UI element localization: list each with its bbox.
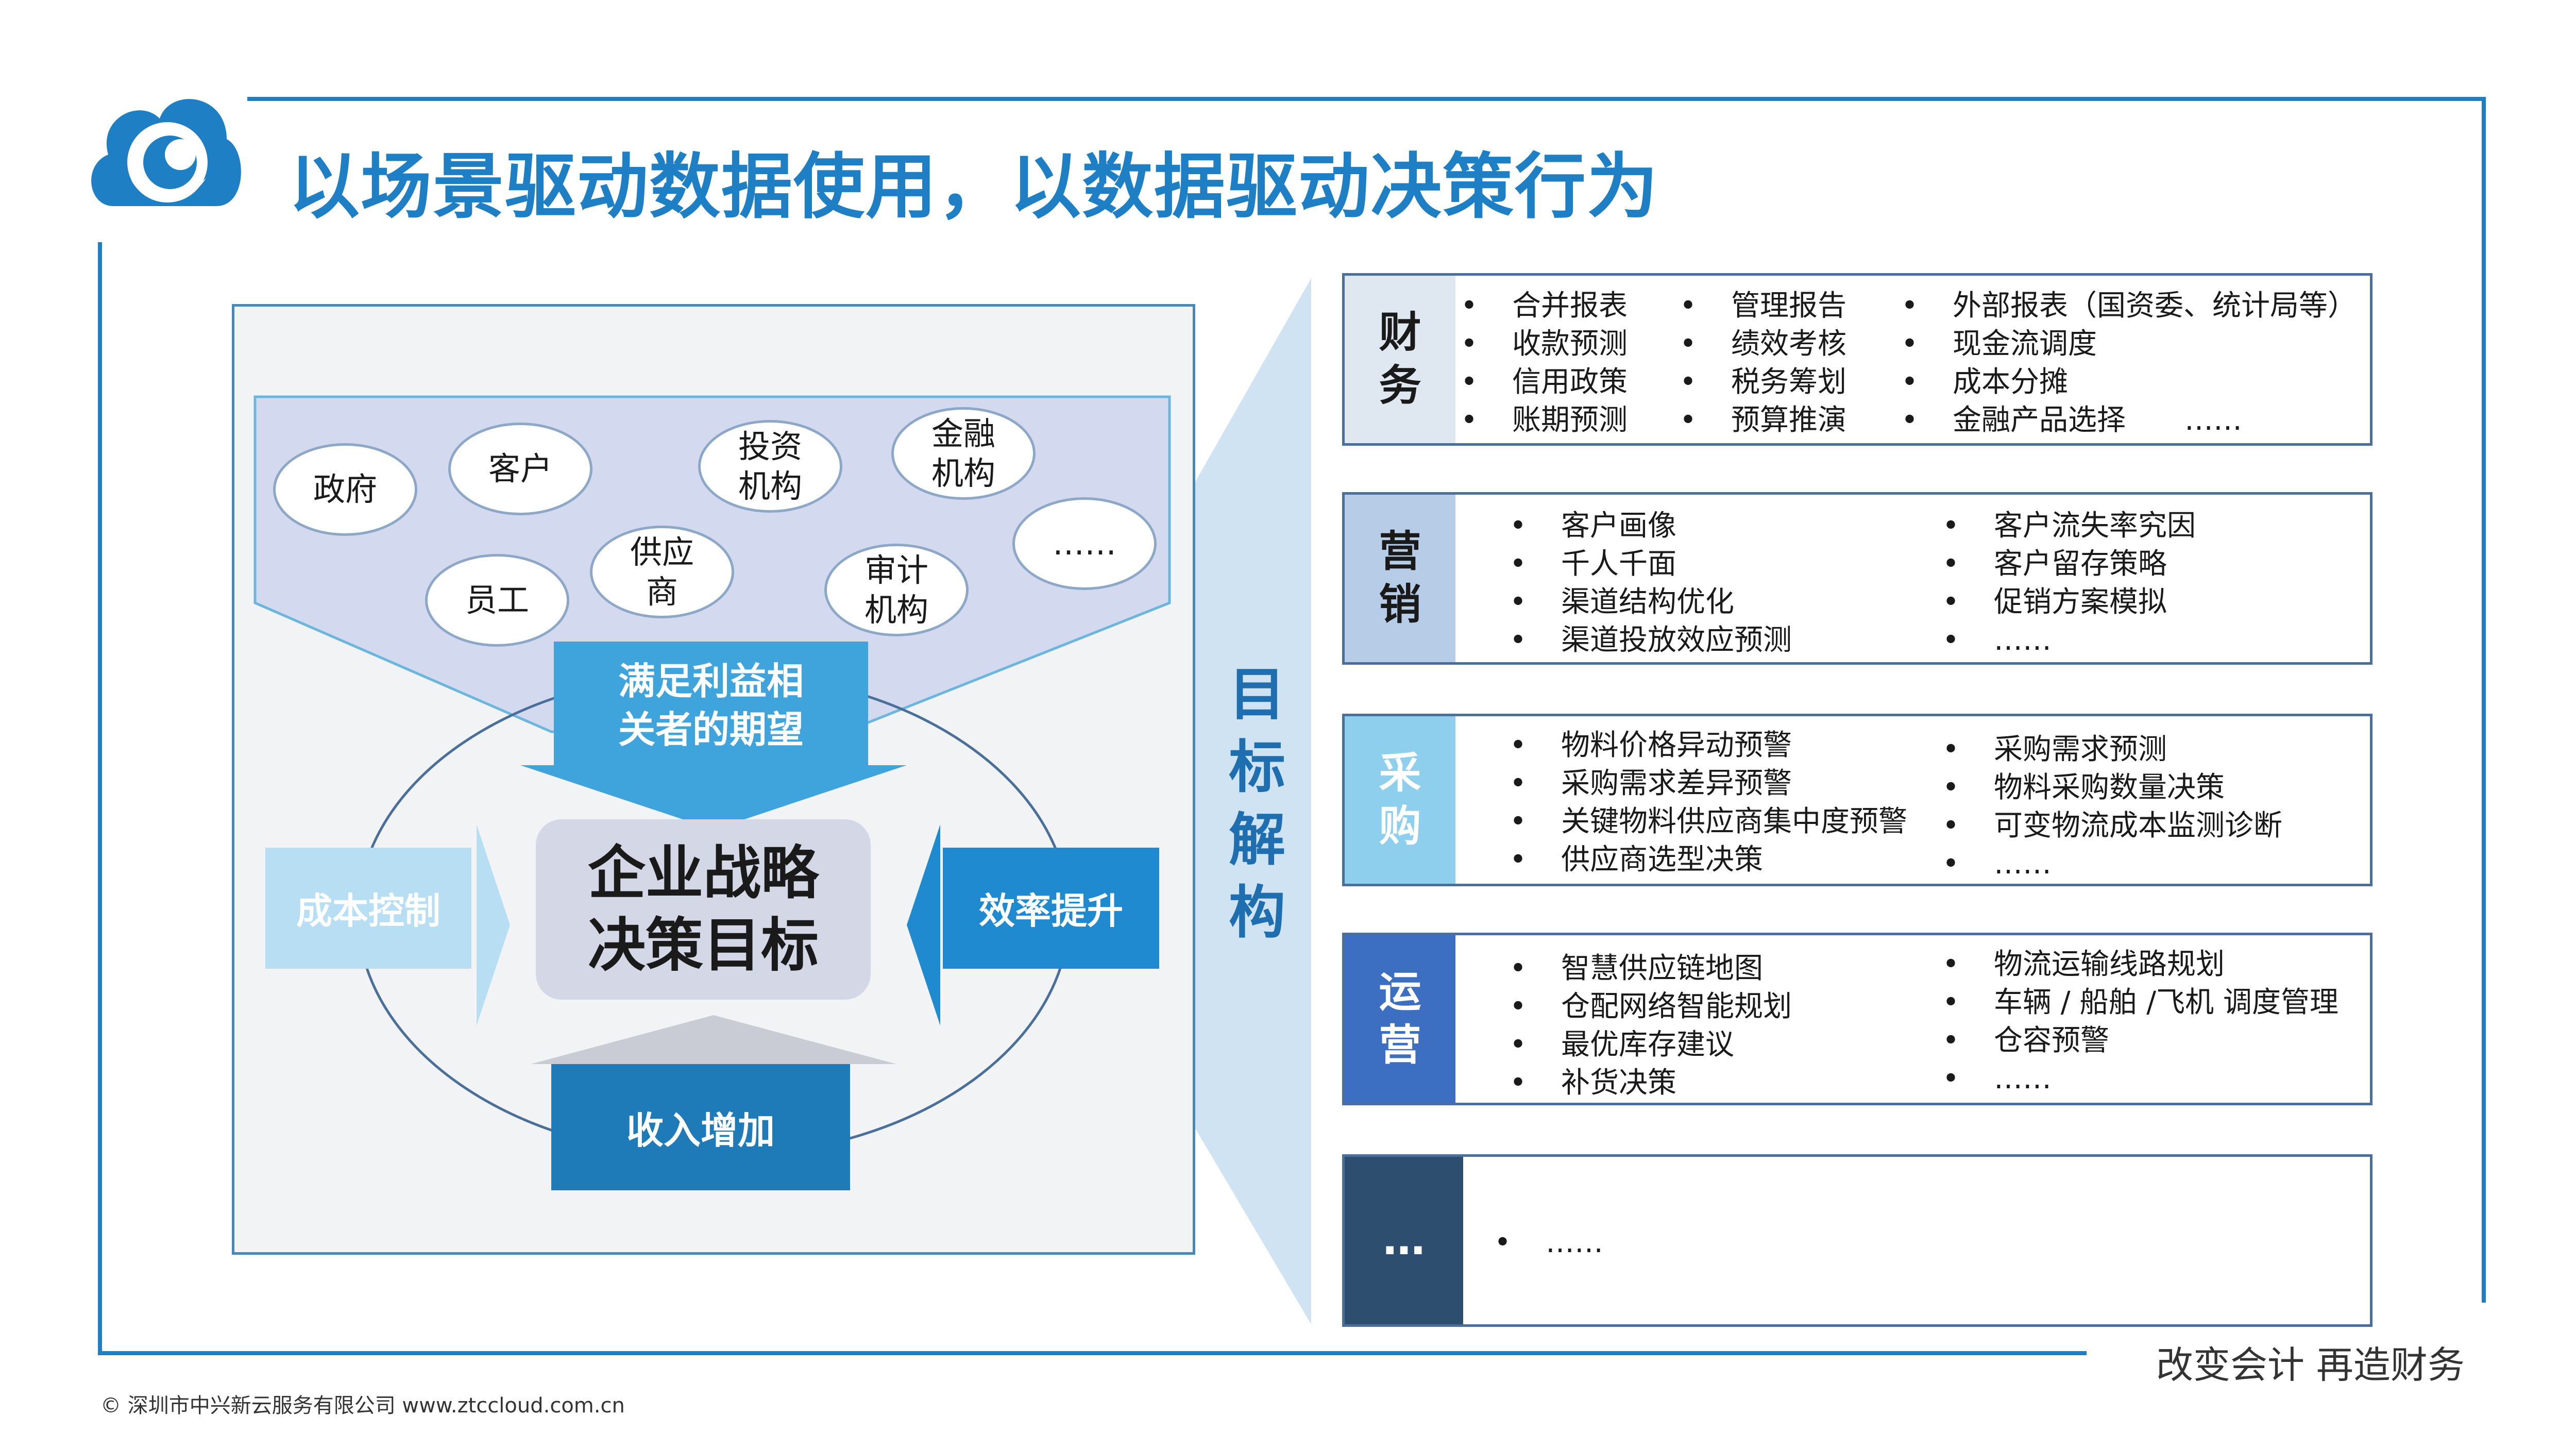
- domain-row-other: … ……: [1342, 1154, 2372, 1327]
- finance-column-3: 外部报表（国资委、统计局等） 现金流调度 成本分摊 金融产品选择: [1901, 287, 2357, 440]
- marketing-column-2: 客户流失率究因 客户留存策略 促销方案模拟 ……: [1942, 507, 2196, 660]
- list-item: 供应商选型决策: [1510, 841, 1907, 879]
- stakeholder-bubble-financial-institution: 金融 机构: [891, 407, 1036, 500]
- list-item: 最优库存建议: [1510, 1026, 1792, 1064]
- domain-row-operation: 运 营 智慧供应链地图 仓配网络智能规划 最优库存建议 补货决策 物流运输线路规…: [1342, 933, 2372, 1105]
- list-item: 绩效考核: [1680, 325, 1846, 363]
- list-item: 促销方案模拟: [1942, 583, 2196, 621]
- list-item: 账期预测: [1461, 401, 1628, 440]
- footer-copyright: © 深圳市中兴新云服务有限公司 www.ztccloud.com.cn: [100, 1394, 625, 1418]
- list-item: 金融产品选择: [1901, 401, 2357, 440]
- frame-left-line: [98, 242, 102, 1355]
- list-item: 物料采购数量决策: [1942, 769, 2282, 807]
- list-item: 可变物流成本监测诊断: [1942, 807, 2282, 845]
- list-item: 收款预测: [1461, 325, 1628, 363]
- frame-bottom-line: [98, 1351, 2087, 1355]
- revenue-increase-box: 收入增加: [551, 1064, 850, 1190]
- stakeholder-bubble-supplier: 供应 商: [590, 526, 734, 618]
- list-item: 管理报告: [1680, 287, 1846, 325]
- stakeholder-bubble-customer: 客户: [448, 423, 592, 515]
- list-item: 仓配网络智能规划: [1510, 988, 1792, 1026]
- list-item: ……: [1942, 621, 2196, 660]
- frame-top-line: [247, 97, 2486, 101]
- list-item: 成本分摊: [1901, 363, 2357, 401]
- cost-control-box: 成本控制: [265, 848, 471, 969]
- stakeholder-bubble-investor: 投资 机构: [698, 420, 842, 513]
- list-item: 补货决策: [1510, 1064, 1792, 1102]
- list-item: ……: [1942, 1060, 2338, 1098]
- domain-label-operation: 运 营: [1345, 935, 1455, 1103]
- purchase-column-1: 物料价格异动预警 采购需求差异预警 关键物料供应商集中度预警 供应商选型决策: [1510, 727, 1907, 879]
- efficiency-improvement-box: 效率提升: [943, 848, 1159, 969]
- operation-column-2: 物流运输线路规划 车辆 / 船舶 /飞机 调度管理 仓容预警 ……: [1942, 946, 2338, 1098]
- list-item: 渠道投放效应预测: [1510, 621, 1792, 660]
- list-item: 渠道结构优化: [1510, 583, 1792, 621]
- list-item: 客户画像: [1510, 507, 1792, 545]
- domain-label-purchase: 采 购: [1345, 716, 1455, 884]
- finance-ellipsis: ……: [2184, 403, 2242, 437]
- list-item: 客户留存策略: [1942, 545, 2196, 583]
- list-item: 仓容预警: [1942, 1022, 2338, 1060]
- purchase-column-2: 采购需求预测 物料采购数量决策 可变物流成本监测诊断 ……: [1942, 731, 2282, 883]
- stakeholder-bubble-more: ……: [1012, 497, 1157, 590]
- finance-column-2: 管理报告 绩效考核 税务筹划 预算推演: [1680, 287, 1846, 440]
- domain-label-marketing: 营 销: [1345, 495, 1455, 662]
- marketing-column-1: 客户画像 千人千面 渠道结构优化 渠道投放效应预测: [1510, 507, 1792, 660]
- operation-column-1: 智慧供应链地图 仓配网络智能规划 最优库存建议 补货决策: [1510, 950, 1792, 1102]
- stakeholder-expectation-box: 满足利益相 关者的期望: [554, 642, 868, 770]
- list-item: 千人千面: [1510, 545, 1792, 583]
- list-item: 车辆 / 船舶 /飞机 调度管理: [1942, 984, 2338, 1022]
- list-item: 客户流失率究因: [1942, 507, 2196, 545]
- page-title: 以场景驱动数据使用，以数据驱动决策行为: [289, 145, 1659, 228]
- stakeholder-bubble-auditor: 审计 机构: [824, 544, 969, 636]
- list-item: 预算推演: [1680, 401, 1846, 440]
- list-item: ……: [1942, 845, 2282, 883]
- domain-label-other: …: [1345, 1157, 1463, 1324]
- domain-label-finance: 财 务: [1345, 276, 1455, 443]
- list-item: 合并报表: [1461, 287, 1628, 325]
- footer-slogan: 改变会计 再造财务: [2156, 1343, 2465, 1387]
- list-item: 物流运输线路规划: [1942, 946, 2338, 984]
- stakeholder-bubble-government: 政府: [273, 443, 417, 536]
- strategic-goal-core: 企业战略 决策目标: [536, 819, 871, 1000]
- list-item: 智慧供应链地图: [1510, 950, 1792, 988]
- list-item: 税务筹划: [1680, 363, 1846, 401]
- other-column-1: ……: [1494, 1224, 1603, 1262]
- list-item: 外部报表（国资委、统计局等）: [1901, 287, 2357, 325]
- stakeholder-bubble-employee: 员工: [425, 554, 569, 647]
- list-item: 采购需求预测: [1942, 731, 2282, 769]
- cloud-logo-icon: [91, 99, 241, 206]
- domain-row-finance: 财 务 合并报表 收款预测 信用政策 账期预测 管理报告 绩效考核 税务筹划 预…: [1342, 273, 2372, 446]
- list-item: ……: [1494, 1224, 1603, 1262]
- list-item: 关键物料供应商集中度预警: [1510, 803, 1907, 841]
- list-item: 物料价格异动预警: [1510, 727, 1907, 765]
- list-item: 信用政策: [1461, 363, 1628, 401]
- finance-column-1: 合并报表 收款预测 信用政策 账期预测: [1461, 287, 1628, 440]
- list-item: 采购需求差异预警: [1510, 765, 1907, 803]
- goal-decomposition-label: 目标 解构: [1229, 662, 1285, 946]
- domain-row-purchase: 采 购 物料价格异动预警 采购需求差异预警 关键物料供应商集中度预警 供应商选型…: [1342, 714, 2372, 886]
- frame-right-line: [2482, 97, 2486, 1303]
- decomposition-funnel: [1195, 278, 1311, 1324]
- domain-row-marketing: 营 销 客户画像 千人千面 渠道结构优化 渠道投放效应预测 客户流失率究因 客户…: [1342, 492, 2372, 665]
- list-item: 现金流调度: [1901, 325, 2357, 363]
